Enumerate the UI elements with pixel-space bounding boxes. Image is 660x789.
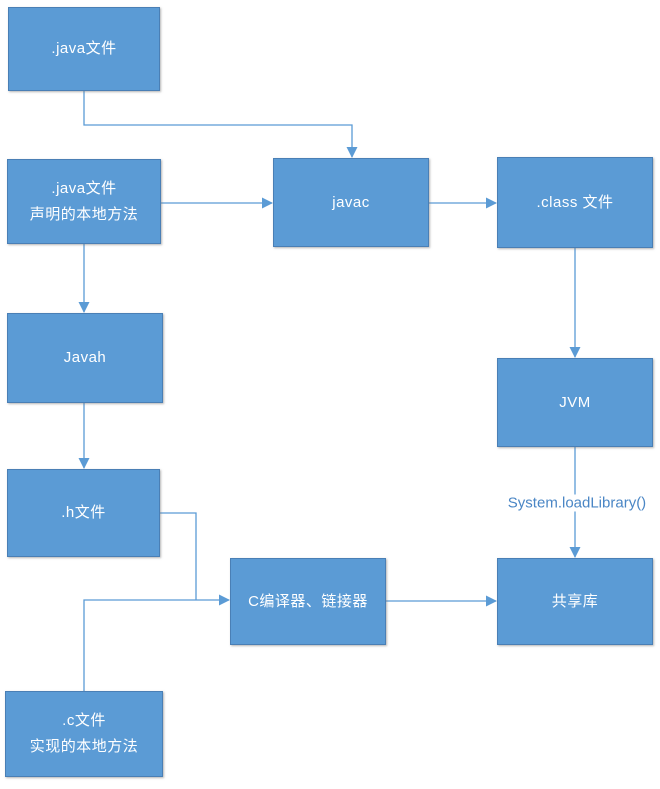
node-shared-library: 共享库 — [497, 558, 653, 645]
node-jvm: JVM — [497, 358, 653, 447]
node-label-line: C编译器、链接器 — [248, 592, 368, 610]
edge-label-system-loadlibrary: System.loadLibrary() — [504, 494, 650, 512]
node-label-line: .h文件 — [61, 504, 106, 521]
node-label-line: .c文件 — [62, 712, 106, 729]
arrowhead-javah-to-h-file — [78, 458, 90, 469]
node-javah: Javah — [7, 313, 163, 403]
node-class-file: .class 文件 — [497, 157, 653, 248]
arrowhead-java-file-to-javac — [346, 147, 358, 158]
arrowhead-javac-to-class-file — [486, 197, 497, 209]
node-javac: javac — [273, 158, 429, 247]
node-label-line: 声明的本地方法 — [29, 205, 139, 223]
arrowhead-java-native-to-javac — [262, 197, 273, 209]
connector-h-file-to-junction — [160, 512, 197, 600]
arrowhead-java-native-to-javah — [78, 302, 90, 313]
node-label-line: javac — [332, 193, 370, 211]
node-c-file-native-impl: .c文件实现的本地方法 — [5, 691, 163, 777]
arrowhead-c-compiler-to-shared-lib — [486, 595, 497, 607]
arrowhead-c-file-to-c-compiler — [219, 594, 230, 606]
connector-c-file-to-c-compiler — [83, 599, 229, 691]
node-label-line: Javah — [63, 349, 107, 366]
node-label-line: JVM — [559, 393, 591, 411]
node-java-file: .java文件 — [8, 7, 160, 91]
node-java-file-native-decl: .java文件声明的本地方法 — [7, 159, 161, 244]
node-label-line: 共享库 — [551, 592, 599, 610]
node-label-line: .java文件 — [51, 179, 117, 197]
node-label-line: 实现的本地方法 — [29, 738, 139, 755]
arrowhead-jvm-to-shared-lib — [569, 547, 581, 558]
connector-java-file-to-javac — [83, 91, 353, 157]
node-label-line: .java文件 — [51, 40, 117, 57]
node-c-compiler-linker: C编译器、链接器 — [230, 558, 386, 645]
arrowhead-class-file-to-jvm — [569, 347, 581, 358]
node-h-file: .h文件 — [7, 469, 160, 557]
node-label-line: .class 文件 — [536, 193, 614, 211]
